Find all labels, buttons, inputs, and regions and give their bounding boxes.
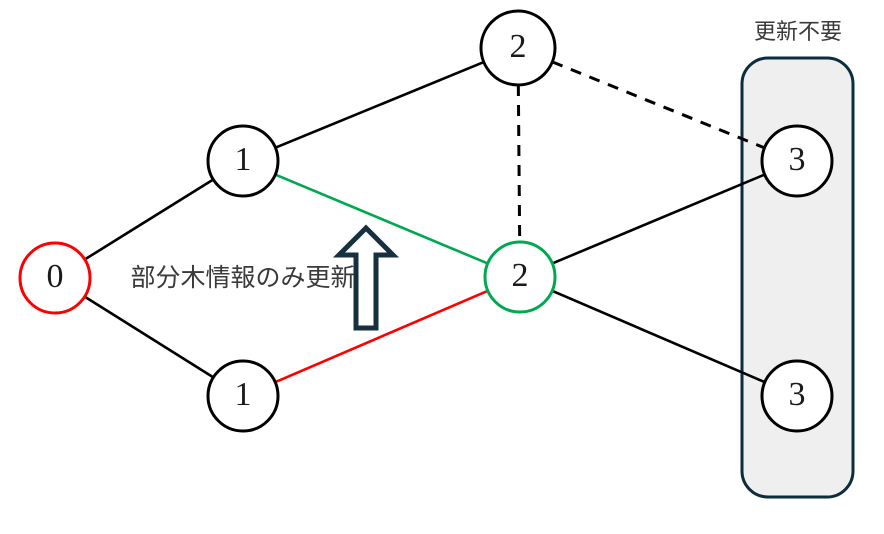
node-2-center-updated[interactable]: 2	[483, 240, 557, 314]
edges-layer	[83, 60, 766, 384]
edge-0-to-1-lower	[83, 295, 215, 379]
nodes-layer: 0 1 1 2 2 3 3	[18, 9, 834, 433]
node-3-lower[interactable]: 3	[760, 359, 834, 433]
edge-2-center-to-3-upper	[551, 173, 766, 265]
edge-1-upper-to-2-top	[274, 60, 485, 149]
node-1-upper[interactable]: 1	[206, 124, 280, 198]
node-1-lower-circle[interactable]	[206, 359, 280, 433]
up-arrow-icon	[332, 224, 400, 331]
edge-1-lower-to-2-center-red	[274, 289, 489, 384]
edge-2-top-to-2-center-dashed	[516, 84, 522, 243]
node-1-upper-circle[interactable]	[206, 124, 280, 198]
edge-0-to-1-upper	[84, 178, 214, 261]
node-3-upper[interactable]: 3	[760, 124, 834, 198]
node-3-upper-circle[interactable]	[760, 124, 834, 198]
node-2-top-circle[interactable]	[479, 9, 557, 87]
subtree-update-annotation: 部分木情報のみ更新	[130, 263, 355, 292]
group-box-label: 更新不要	[754, 20, 842, 45]
edge-2-center-to-3-lower	[551, 289, 766, 384]
node-3-lower-circle[interactable]	[760, 359, 834, 433]
edge-1-upper-to-2-center-green	[274, 173, 489, 265]
node-1-lower[interactable]: 1	[206, 359, 280, 433]
node-0-root[interactable]: 0	[18, 241, 92, 315]
node-2-center-updated-circle[interactable]	[483, 240, 557, 314]
node-0-root-circle[interactable]	[18, 241, 92, 315]
edge-2-top-to-3-upper-dashed	[551, 60, 766, 150]
node-2-top[interactable]: 2	[479, 9, 557, 87]
